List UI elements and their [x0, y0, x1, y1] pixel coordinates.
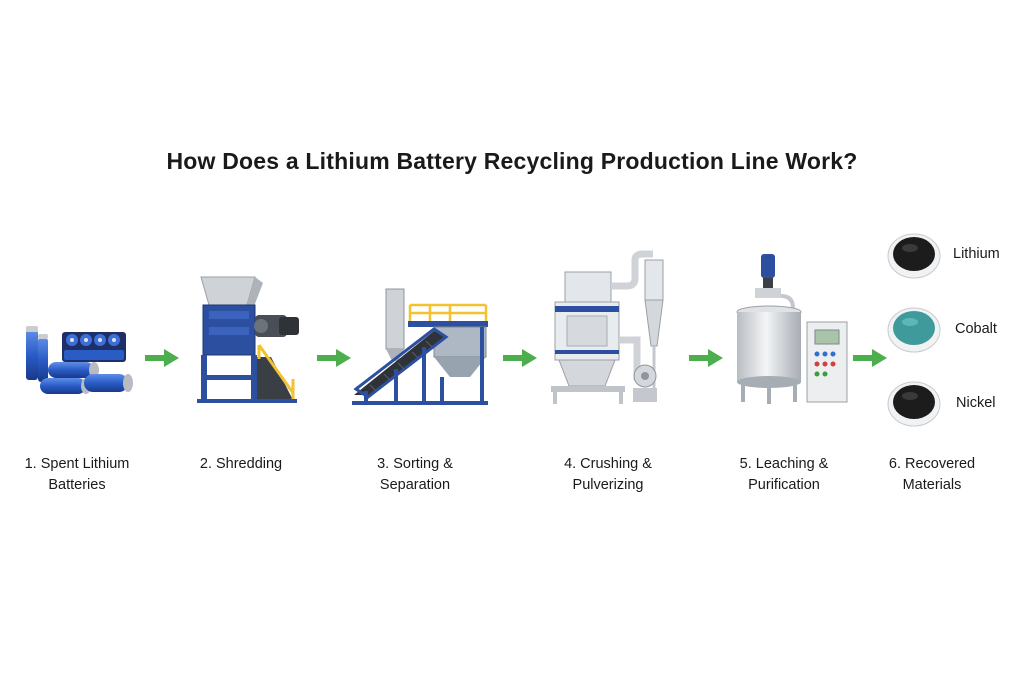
shredder-icon — [197, 276, 299, 403]
step-label-line2: Batteries — [48, 477, 106, 493]
output-label-nickel: Nickel — [956, 395, 996, 411]
step-label-line1: 3. Sorting & — [377, 456, 453, 472]
flow-arrow-1 — [145, 349, 179, 367]
output-label-cobalt: Cobalt — [955, 321, 997, 337]
battery-pile-icon — [26, 326, 133, 394]
conveyor-separator-icon — [352, 288, 488, 405]
step-label: 4. Crushing & Pulverizing — [548, 454, 668, 496]
step-label-line1: 5. Leaching & — [739, 456, 829, 472]
leaching-tank-icon — [736, 254, 848, 404]
flow-arrow-4 — [689, 349, 723, 367]
black-powder-bowl-icon — [887, 381, 941, 427]
step-label-line2: Purification — [748, 477, 820, 493]
step-label: 1. Spent Lithium Batteries — [17, 454, 137, 496]
step-label: 2. Shredding — [186, 454, 296, 475]
step-label-line1: 6. Recovered — [888, 456, 976, 472]
flow-arrow-3 — [503, 349, 537, 367]
step-label-line2: Separation — [379, 477, 451, 493]
pulverizer-icon — [551, 250, 664, 404]
diagram-title: How Does a Lithium Battery Recycling Pro… — [166, 148, 858, 174]
black-powder-bowl-icon — [887, 233, 941, 279]
flow-arrow-5 — [853, 349, 887, 367]
step-label-line1: 4. Crushing & — [564, 456, 652, 472]
step-label-line2: Pulverizing — [572, 477, 644, 493]
step-label: 6. Recovered Materials — [872, 454, 992, 496]
output-label-lithium: Lithium — [953, 246, 1000, 262]
step-label-line1: 2. Shredding — [199, 456, 283, 472]
step-label-line2: Materials — [902, 477, 962, 493]
flow-arrow-2 — [317, 349, 351, 367]
teal-powder-bowl-icon — [887, 307, 941, 353]
step-label-line1: 1. Spent Lithium — [24, 456, 130, 472]
step-label: 3. Sorting & Separation — [355, 454, 475, 496]
step-label: 5. Leaching & Purification — [724, 454, 844, 496]
